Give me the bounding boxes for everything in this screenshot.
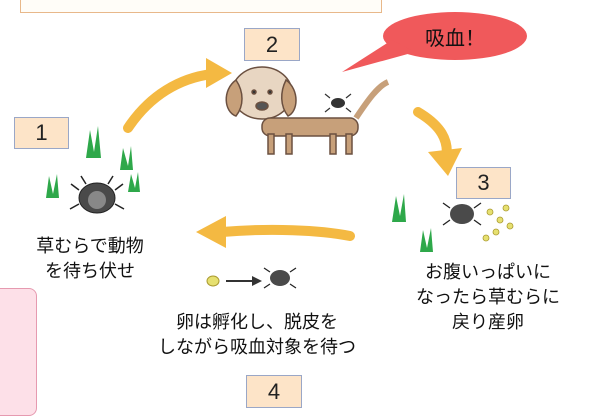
step-4-caption-line-1: 卵は孵化し、脱皮を bbox=[176, 312, 338, 333]
cycle-arrow-2-to-3 bbox=[413, 107, 462, 176]
step-4-caption-line-2: しながら吸血対象を待つ bbox=[158, 337, 356, 358]
step-3-caption-line-2: なったら草むらに bbox=[416, 287, 560, 308]
dog-drawing bbox=[225, 66, 390, 155]
egg-hatching-icon bbox=[206, 267, 297, 289]
step-3-caption: お腹いっぱいに なったら草むらに 戻り産卵 bbox=[388, 260, 588, 335]
step-3-caption-line-3: 戻り産卵 bbox=[452, 312, 524, 333]
step-1-caption-line-1: 草むらで動物 bbox=[36, 236, 144, 257]
step-number-2: 2 bbox=[244, 28, 300, 61]
speech-bubble-text: 吸血！ bbox=[425, 26, 485, 50]
side-note-panel bbox=[0, 288, 37, 416]
eggs-icon bbox=[482, 204, 514, 242]
tick-waiting-icon bbox=[69, 175, 125, 214]
grass-drawing-3 bbox=[392, 194, 433, 252]
step-1-caption-line-2: を待ち伏せ bbox=[45, 261, 135, 282]
cycle-arrow-4-to-1 bbox=[196, 216, 355, 248]
step-1-caption: 草むらで動物 を待ち伏せ bbox=[10, 234, 170, 284]
grass-drawing-1 bbox=[46, 126, 140, 198]
tick-laying-eggs-icon bbox=[442, 202, 482, 226]
step-3-caption-line-1: お腹いっぱいに bbox=[425, 262, 551, 283]
speech-bubble bbox=[342, 12, 527, 72]
step-number-3: 3 bbox=[456, 167, 511, 199]
top-frame-fragment bbox=[20, 0, 382, 13]
tick-on-dog-icon bbox=[324, 93, 352, 113]
step-4-caption: 卵は孵化し、脱皮を しながら吸血対象を待つ bbox=[112, 310, 402, 360]
cycle-arrow-1-to-2 bbox=[123, 58, 232, 133]
step-number-4: 4 bbox=[246, 375, 302, 408]
step-number-1: 1 bbox=[14, 117, 69, 149]
